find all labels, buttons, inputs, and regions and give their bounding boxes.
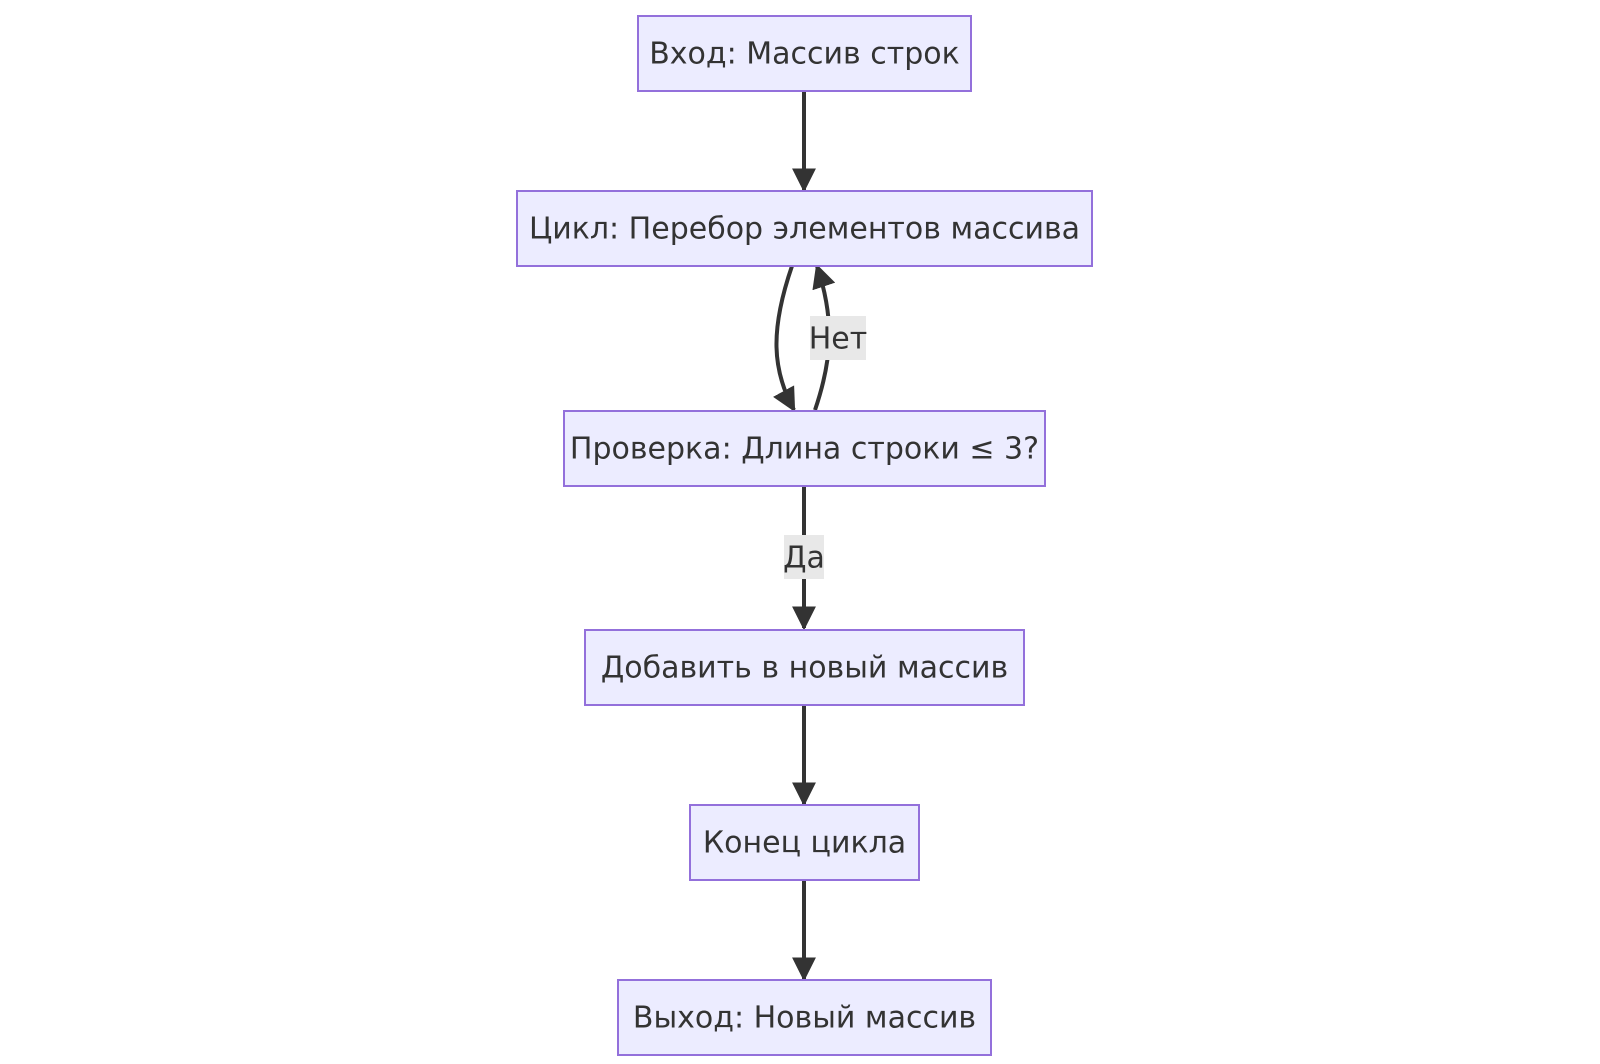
edge-label-no: Нет <box>809 316 868 360</box>
node-input-label: Вход: Массив строк <box>649 37 960 72</box>
node-loop-end-label: Конец цикла <box>703 826 906 861</box>
node-input: Вход: Массив строк <box>637 15 972 92</box>
node-add-label: Добавить в новый массив <box>601 651 1008 686</box>
node-output-label: Выход: Новый массив <box>633 1001 976 1036</box>
edge-loop-to-check <box>773 265 796 413</box>
node-add: Добавить в новый массив <box>584 629 1025 706</box>
node-loop: Цикл: Перебор элементов массива <box>516 190 1093 267</box>
edge-label-yes: Да <box>783 535 825 579</box>
node-loop-label: Цикл: Перебор элементов массива <box>529 212 1080 247</box>
edge-label-no-text: Нет <box>809 322 868 357</box>
edge-label-yes-text: Да <box>783 541 825 576</box>
node-check: Проверка: Длина строки ≤ 3? <box>563 410 1046 487</box>
node-check-label: Проверка: Длина строки ≤ 3? <box>570 432 1039 467</box>
node-loop-end: Конец цикла <box>689 804 920 881</box>
node-output: Выход: Новый массив <box>617 979 992 1056</box>
